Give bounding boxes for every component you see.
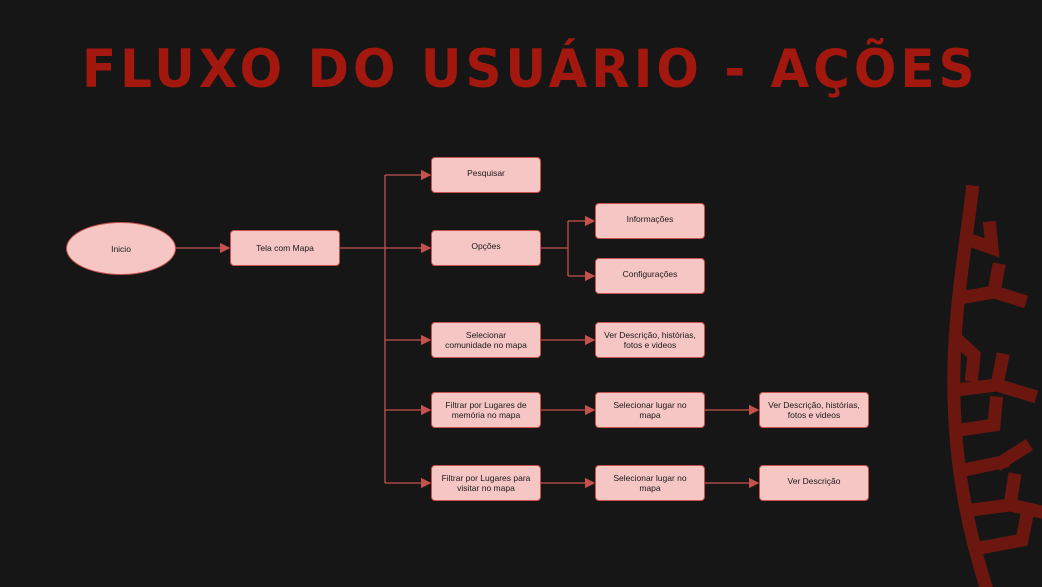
node-opcoes: Opções <box>431 230 541 266</box>
node-ver-descricao-1: Ver Descrição, histórias, fotos e videos <box>595 322 705 358</box>
node-selecionar-comunidade: Selecionar comunidade no mapa <box>431 322 541 358</box>
node-filtrar-memoria: Filtrar por Lugares de memória no mapa <box>431 392 541 428</box>
tribal-ornament-icon <box>947 184 1042 587</box>
node-inicio: Inicio <box>66 222 176 275</box>
node-selecionar-lugar-1: Selecionar lugar no mapa <box>595 392 705 428</box>
node-configuracoes: Configurações <box>595 258 705 294</box>
node-selecionar-lugar-2: Selecionar lugar no mapa <box>595 465 705 501</box>
node-ver-descricao-3: Ver Descrição <box>759 465 869 501</box>
node-filtrar-visitar: Filtrar por Lugares para visitar no mapa <box>431 465 541 501</box>
node-pesquisar: Pesquisar <box>431 157 541 193</box>
node-ver-descricao-2: Ver Descrição, histórias, fotos e videos <box>759 392 869 428</box>
page-title: FLUXO DO USUÁRIO - AÇÕES <box>82 38 979 100</box>
node-tela-com-mapa: Tela com Mapa <box>230 230 340 266</box>
node-informacoes: Informações <box>595 203 705 239</box>
